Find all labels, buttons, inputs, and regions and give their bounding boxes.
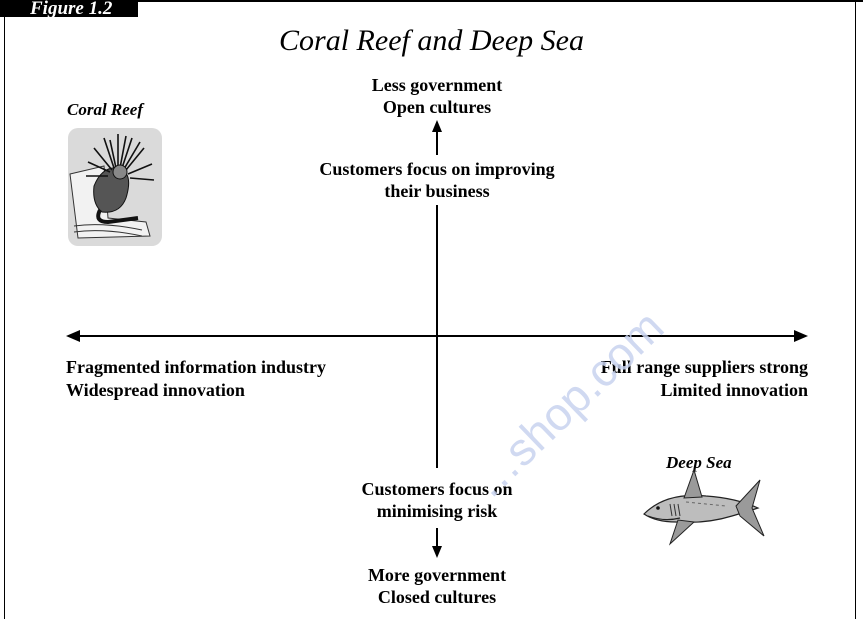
sea-anemone-icon	[68, 128, 162, 246]
right-arrowhead	[794, 330, 808, 342]
bottom-axis-label-line1: More government	[367, 565, 507, 585]
left-axis-label-line1: Fragmented information industry	[66, 357, 326, 377]
bottom-arrowhead	[432, 546, 442, 558]
frame-right-border	[855, 0, 856, 619]
deep-sea-label: Deep Sea	[666, 453, 732, 472]
figure-tag: Figure 1.2	[0, 0, 138, 17]
frame-top-border	[0, 0, 863, 2]
frame-left-border	[4, 0, 5, 619]
top-axis-label-line2: Open cultures	[382, 97, 492, 117]
right-axis-label-line2: Limited innovation	[660, 380, 808, 400]
left-arrowhead	[66, 330, 80, 342]
bottom-axis-detail-line2: minimising risk	[376, 501, 498, 521]
top-arrowhead	[432, 120, 442, 132]
top-axis-label-line1: Less government	[371, 75, 503, 95]
top-axis-detail-line2: their business	[384, 181, 490, 201]
top-axis-detail-line1: Customers focus on improving	[319, 159, 555, 179]
left-axis-label-line2: Widespread innovation	[66, 380, 245, 400]
diagram-title: Coral Reef and Deep Sea	[279, 24, 584, 57]
shark-icon	[643, 468, 765, 546]
right-axis-label-line1: Full range suppliers strong	[600, 357, 808, 377]
coral-reef-label: Coral Reef	[67, 100, 144, 119]
bottom-axis-detail-line1: Customers focus on	[361, 479, 513, 499]
bottom-axis-label-line2: Closed cultures	[377, 587, 497, 607]
